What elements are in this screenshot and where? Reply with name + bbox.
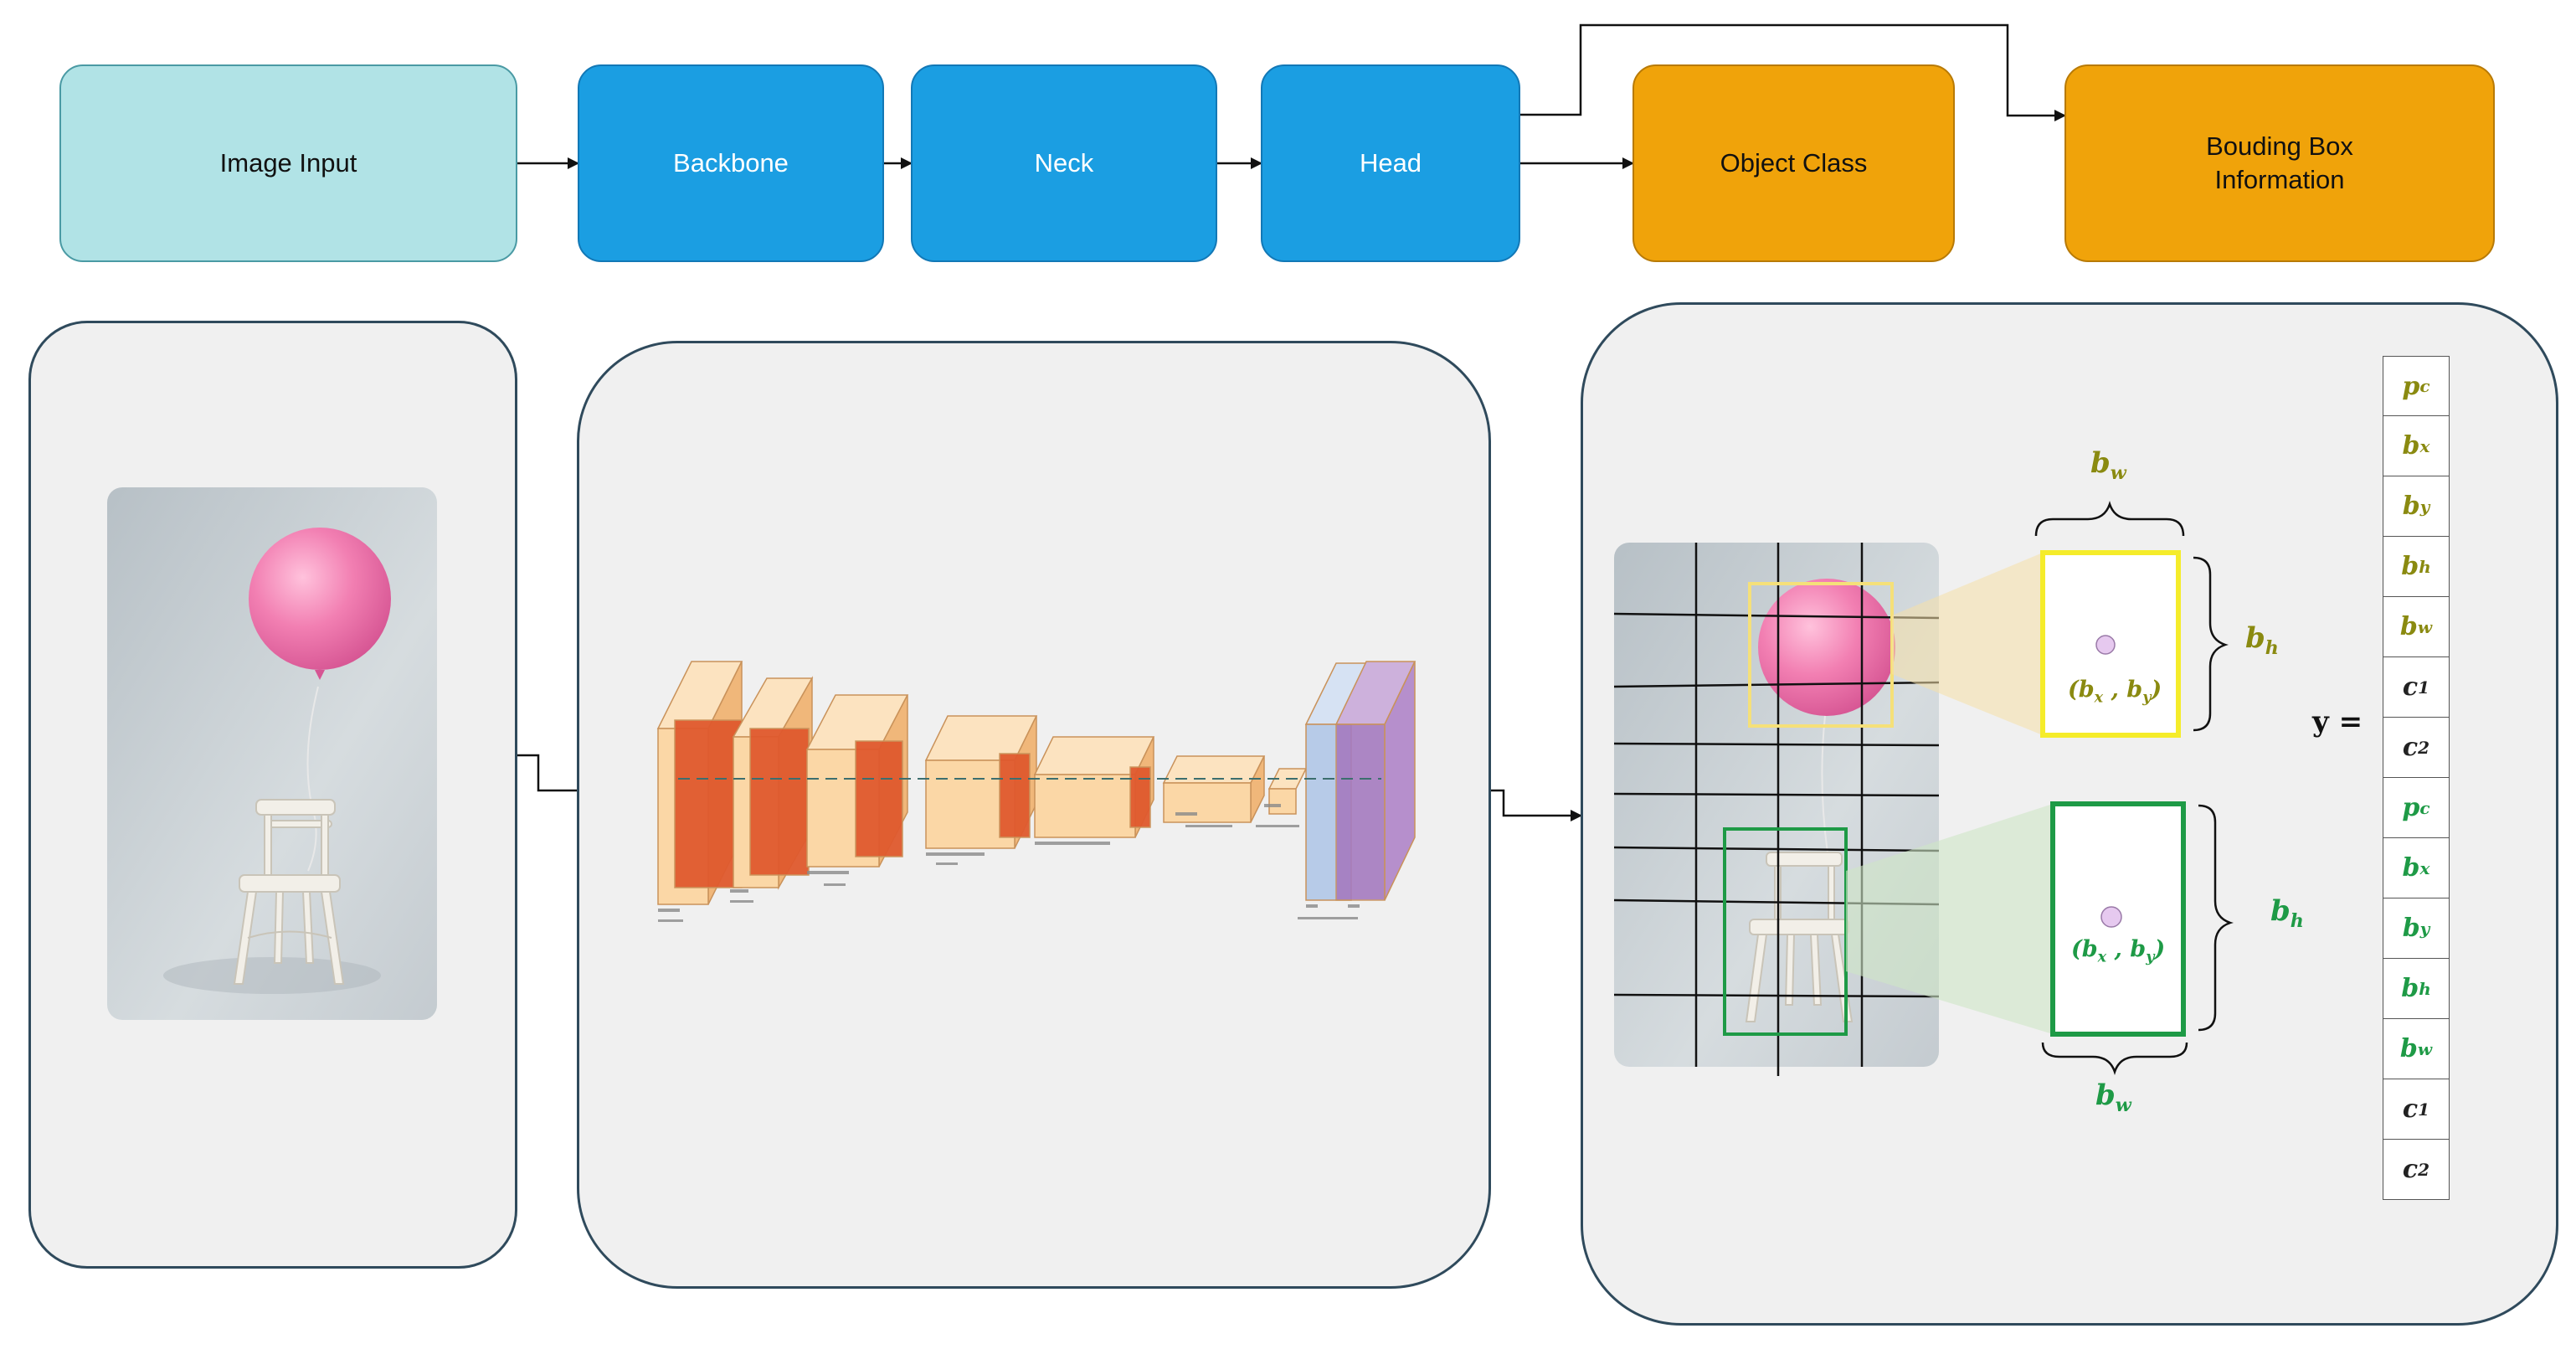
vector-cell-sub: h <box>2419 556 2431 577</box>
vector-cell-sub: 1 <box>2418 1099 2430 1120</box>
vector-cell-sub: w <box>2417 616 2433 637</box>
yellow-bw-label: bw <box>2090 446 2126 484</box>
grid-photo <box>1613 543 1940 1076</box>
green-zoom-projection <box>1846 804 2053 1034</box>
vector-cell-sub: w <box>2417 1038 2433 1059</box>
yellow-bh-brace <box>2193 556 2229 732</box>
bbox-info-box: Bouding Box Information <box>2064 64 2495 262</box>
yellow-center-label: (bx , by) <box>2068 677 2162 707</box>
green-detail <box>2041 801 2234 1075</box>
vector-cell-base: c <box>2402 1155 2419 1184</box>
head-box: Head <box>1261 64 1520 262</box>
image-input-box: Image Input <box>59 64 517 262</box>
vector-cell-base: c <box>2402 733 2419 762</box>
neck-box: Neck <box>911 64 1217 262</box>
yellow-detail <box>2034 501 2229 738</box>
green-bh-label: bh <box>2270 894 2304 932</box>
y-equals-label: y = <box>2312 705 2363 739</box>
vector-cell-base: b <box>2401 974 2419 1003</box>
vector-cell-base: b <box>2402 853 2420 883</box>
vector-cell-sub: c <box>2419 376 2430 396</box>
grid-chair-icon <box>1745 852 1854 1022</box>
vector-cell-base: b <box>2402 431 2420 461</box>
vector-cell-sub: 2 <box>2418 737 2430 758</box>
vector-cell-base: p <box>2402 371 2420 401</box>
vector-cell-base: b <box>2402 492 2420 521</box>
chair-icon <box>233 799 345 985</box>
arrow-head-bbox <box>1520 23 2066 121</box>
green-bh-brace <box>2198 804 2234 1032</box>
vector-cell-base: c <box>2402 672 2419 702</box>
green-bw-brace <box>2041 1042 2188 1075</box>
yellow-bw-brace <box>2034 501 2185 537</box>
object-class-box: Object Class <box>1632 64 1955 262</box>
vector-cell-sub: 2 <box>2418 1159 2430 1180</box>
grid-lines <box>1613 543 1940 1076</box>
backbone-box: Backbone <box>578 64 884 262</box>
green-center-label: (bx , by) <box>2071 936 2166 966</box>
green-bw-label: bw <box>2095 1079 2131 1116</box>
vector-cell-sub: x <box>2419 857 2430 878</box>
vector-cell-base: b <box>2399 612 2418 641</box>
input-photo <box>107 487 437 1020</box>
vector-cell-sub: y <box>2419 918 2430 939</box>
vector-cell-sub: c <box>2419 797 2430 818</box>
cnn-architecture <box>656 661 1417 922</box>
yellow-bh-label: bh <box>2245 621 2279 659</box>
vector-cell-sub: 1 <box>2418 677 2430 698</box>
vector-cell-base: b <box>2401 552 2419 581</box>
vector-cell-base: c <box>2402 1094 2419 1124</box>
vector-cell-base: p <box>2402 793 2420 822</box>
vector-cell-sub: h <box>2419 978 2431 999</box>
balloon-icon <box>249 528 391 670</box>
yellow-zoom-projection <box>1892 553 2043 735</box>
vector-cell-sub: x <box>2419 435 2430 456</box>
vector-cell-sub: y <box>2419 496 2430 517</box>
vector-cell-base: b <box>2402 914 2420 943</box>
vector-cell-base: b <box>2399 1034 2418 1063</box>
